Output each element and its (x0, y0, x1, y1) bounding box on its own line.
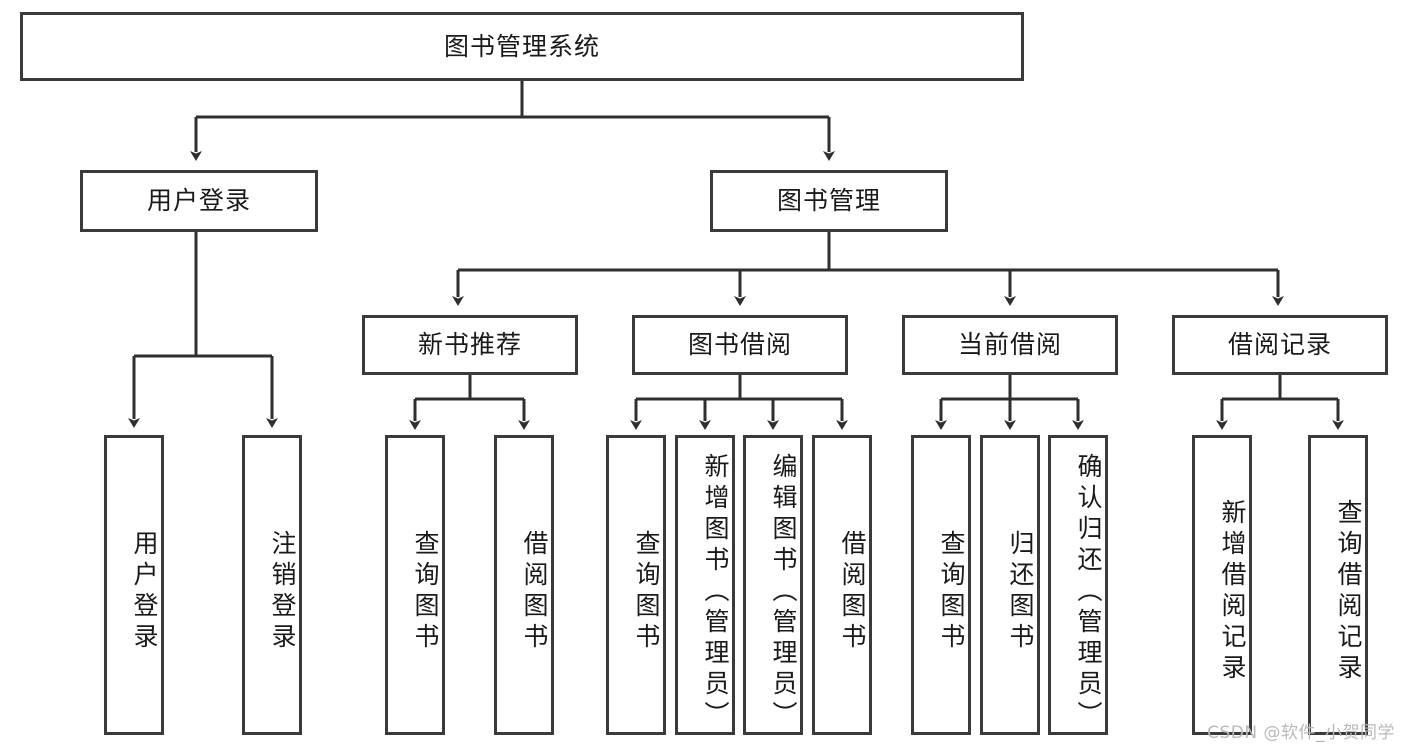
node-leaf-borrow-book-2-label: 借阅图书 (838, 530, 867, 654)
node-leaf-edit-book-label: 编辑图书（管理员） (769, 452, 798, 732)
node-leaf-user-login[interactable]: 用户登录 (104, 435, 164, 735)
node-leaf-add-record-label: 新增借阅记录 (1218, 499, 1247, 685)
node-leaf-return-book-label: 归还图书 (1006, 530, 1035, 654)
node-leaf-query-record-label: 查询借阅记录 (1334, 499, 1363, 685)
node-leaf-borrow-book-1-label: 借阅图书 (520, 530, 549, 654)
node-leaf-user-logout[interactable]: 注销登录 (242, 435, 302, 735)
node-leaf-borrow-book-1[interactable]: 借阅图书 (494, 435, 554, 735)
node-leaf-query-book-2-label: 查询图书 (632, 530, 661, 654)
node-leaf-add-book[interactable]: 新增图书（管理员） (675, 435, 735, 735)
node-leaf-query-book-2[interactable]: 查询图书 (606, 435, 666, 735)
node-leaf-edit-book[interactable]: 编辑图书（管理员） (743, 435, 803, 735)
node-book-borrow[interactable]: 图书借阅 (632, 315, 848, 375)
node-borrow-record-label: 借阅记录 (1227, 330, 1332, 360)
node-leaf-query-book-1-label: 查询图书 (411, 530, 440, 654)
node-leaf-borrow-book-2[interactable]: 借阅图书 (812, 435, 872, 735)
node-root-label: 图书管理系统 (443, 31, 600, 61)
node-current-borrow[interactable]: 当前借阅 (902, 315, 1118, 375)
node-leaf-confirm-return-label: 确认归还（管理员） (1074, 452, 1103, 732)
node-current-borrow-label: 当前借阅 (957, 330, 1062, 360)
node-new-book-recommend[interactable]: 新书推荐 (362, 315, 578, 375)
node-leaf-query-book-3-label: 查询图书 (937, 530, 966, 654)
node-leaf-user-logout-label: 注销登录 (268, 530, 297, 654)
node-leaf-query-record[interactable]: 查询借阅记录 (1308, 435, 1368, 735)
node-user-login[interactable]: 用户登录 (80, 170, 318, 232)
node-root[interactable]: 图书管理系统 (20, 12, 1024, 81)
node-leaf-query-book-3[interactable]: 查询图书 (911, 435, 971, 735)
node-leaf-add-record[interactable]: 新增借阅记录 (1192, 435, 1252, 735)
node-new-book-recommend-label: 新书推荐 (417, 330, 522, 360)
node-leaf-return-book[interactable]: 归还图书 (980, 435, 1040, 735)
node-book-manage-label: 图书管理 (776, 186, 881, 216)
node-book-borrow-label: 图书借阅 (687, 330, 792, 360)
node-borrow-record[interactable]: 借阅记录 (1172, 315, 1388, 375)
node-user-login-label: 用户登录 (146, 186, 251, 216)
node-leaf-user-login-label: 用户登录 (130, 530, 159, 654)
node-leaf-confirm-return[interactable]: 确认归还（管理员） (1048, 435, 1108, 735)
watermark: CSDN @软件_小贺同学 (1207, 723, 1395, 743)
node-leaf-add-book-label: 新增图书（管理员） (701, 452, 730, 732)
node-book-manage[interactable]: 图书管理 (710, 170, 948, 232)
node-leaf-query-book-1[interactable]: 查询图书 (385, 435, 445, 735)
